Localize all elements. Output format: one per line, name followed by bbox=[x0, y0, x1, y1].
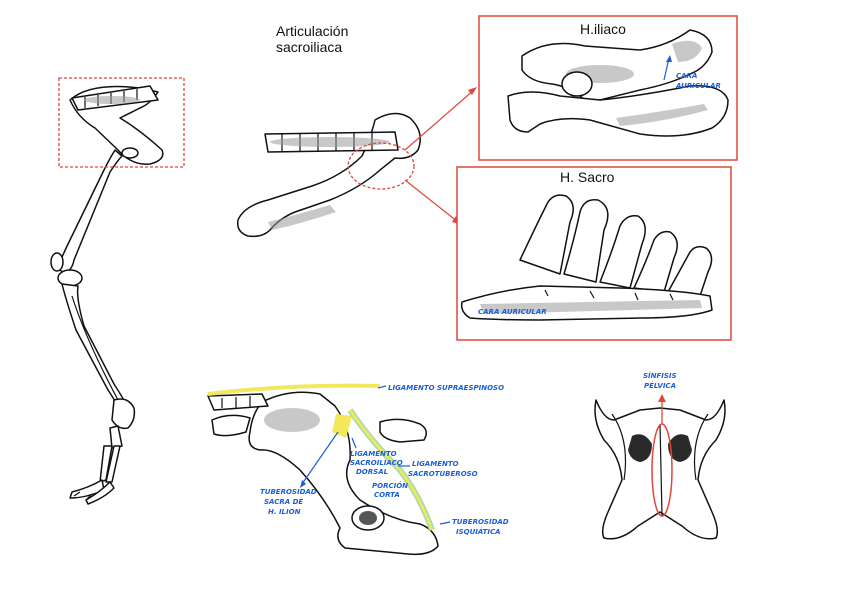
pelvic-symphysis-drawing: SÍNFISIS PÉLVICA bbox=[594, 371, 726, 540]
tub-sacra-label-3: H. ILION bbox=[268, 508, 301, 516]
lig-supraespinoso-label: LIGAMENTO SUPRAESPINOSO bbox=[388, 384, 504, 392]
sacroiliac-title-line2: sacroiliaca bbox=[276, 39, 342, 55]
sacroiliac-title-line1: Articulación bbox=[276, 23, 348, 39]
iliac-box-title: H.iliaco bbox=[580, 21, 626, 37]
tub-isquiatica-label-1: TUBEROSIDAD bbox=[452, 518, 509, 526]
sacroiliac-joint-drawing: Articulación sacroiliaca bbox=[236, 23, 477, 238]
sacrum-box-title: H. Sacro bbox=[560, 169, 615, 185]
lig-sacrotuberoso-label-2: SACROTUBEROSO bbox=[408, 470, 478, 478]
tub-sacra-label-2: SACRA DE bbox=[264, 498, 303, 506]
sinfisis-label-1: SÍNFISIS bbox=[643, 371, 677, 380]
tub-sacra-label-1: TUBEROSIDAD bbox=[260, 488, 317, 496]
lig-sacroiliaco-label-3: DORSAL bbox=[356, 468, 388, 476]
pelvis-highlight-box bbox=[58, 77, 185, 168]
hindlimb-skeleton bbox=[50, 77, 185, 505]
iliac-cara-label: CARA bbox=[676, 72, 697, 80]
iliac-auricular-label: AURICULAR bbox=[675, 82, 721, 90]
lig-sacroiliaco-label-2: SACROILIACO bbox=[350, 459, 403, 467]
sacrum-panel: H. Sacro CARA AURICULAR bbox=[456, 166, 732, 341]
lig-sacrotuberoso-label-1: LIGAMENTO bbox=[412, 460, 459, 468]
porcion-label-1: PORCIÓN bbox=[372, 481, 408, 490]
lig-sacroiliaco-label-1: LIGAMENTO bbox=[350, 450, 397, 458]
porcion-label-2: CORTA bbox=[374, 491, 400, 499]
sacrum-cara-auricular-label: CARA AURICULAR bbox=[478, 308, 547, 316]
joint-highlight-ellipse bbox=[347, 142, 415, 190]
tub-isquiatica-label-2: ISQUIÁTICA bbox=[456, 527, 501, 536]
sinfisis-label-2: PÉLVICA bbox=[644, 381, 676, 390]
ligaments-drawing: LIGAMENTO SUPRAESPINOSO LIGAMENTO SACROI… bbox=[207, 383, 509, 556]
iliac-bone-panel: H.iliaco CARA AURICULAR bbox=[478, 15, 738, 161]
